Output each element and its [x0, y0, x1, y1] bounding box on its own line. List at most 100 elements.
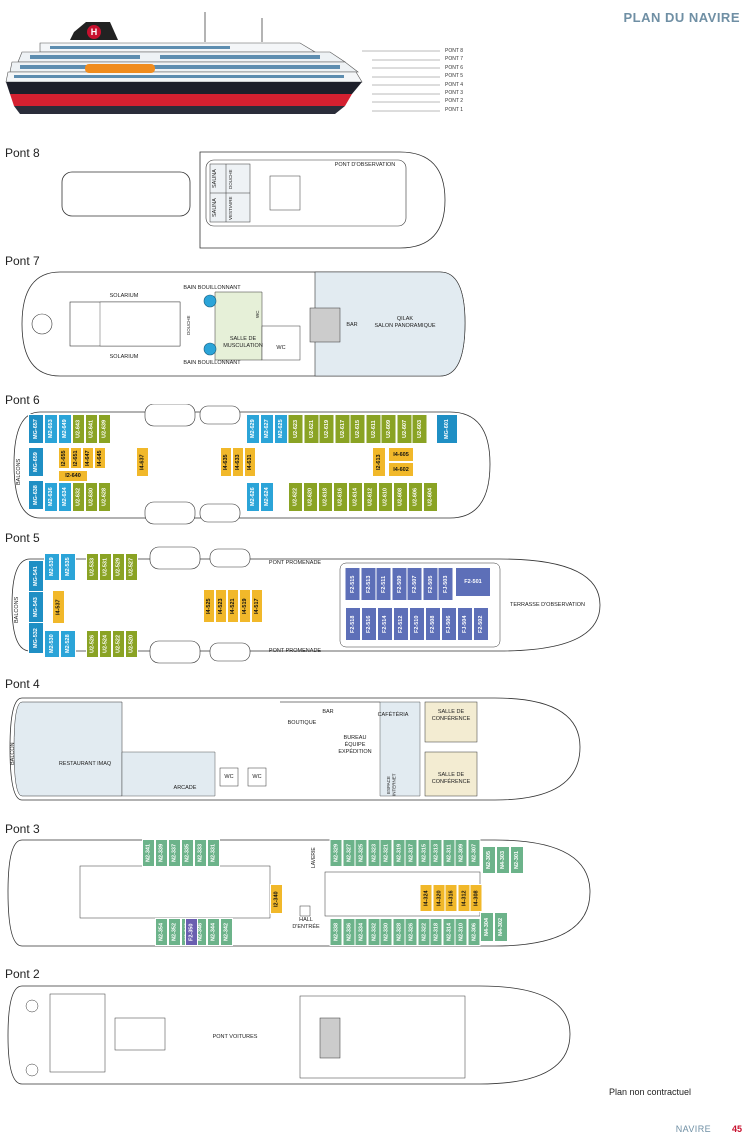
- cabin-mg-657[interactable]: MG-657: [28, 414, 44, 444]
- cabin-u2-612[interactable]: U2-612: [363, 482, 378, 512]
- cabin-u2-524[interactable]: U2-524: [99, 630, 112, 658]
- cabin-u2-604[interactable]: U2-604: [423, 482, 438, 512]
- cabin-n2-339[interactable]: N2-339: [155, 839, 168, 867]
- cabin-n2-329[interactable]: N2-329: [330, 839, 343, 867]
- cabin-u2-526[interactable]: U2-526: [86, 630, 99, 658]
- cabin-i4-631[interactable]: I4-631: [244, 447, 256, 477]
- cabin-i4-637[interactable]: I4-637: [136, 447, 149, 477]
- cabin-u2-531[interactable]: U2-531: [99, 553, 112, 581]
- cabin-f2-350[interactable]: F2-350: [185, 918, 198, 946]
- cabin-i2-340[interactable]: I2-340: [270, 884, 283, 914]
- cabin-u2-607[interactable]: U2-607: [396, 414, 412, 444]
- cabin-i4-320[interactable]: I4-320: [432, 884, 445, 912]
- cabin-u2-620[interactable]: U2-620: [303, 482, 318, 512]
- cabin-u2-522[interactable]: U2-522: [112, 630, 125, 658]
- cabin-u2-617[interactable]: U2-617: [334, 414, 350, 444]
- cabin-u2-622[interactable]: U2-622: [288, 482, 303, 512]
- cabin-f2-518[interactable]: F2-518: [345, 607, 361, 641]
- cabin-u2-529[interactable]: U2-529: [112, 553, 125, 581]
- cabin-n2-344[interactable]: N2-344: [207, 918, 220, 946]
- cabin-m2-625[interactable]: M2-625: [274, 414, 288, 444]
- cabin-n4-302[interactable]: N4-302: [494, 912, 508, 942]
- cabin-i2-640[interactable]: I2-640: [58, 470, 88, 482]
- cabin-n2-336[interactable]: N2-336: [342, 918, 355, 946]
- cabin-m2-636[interactable]: M2-636: [44, 482, 58, 512]
- cabin-i2-651[interactable]: I2-651: [70, 447, 82, 469]
- cabin-f2-501[interactable]: F2-501: [455, 567, 491, 597]
- cabin-u2-621[interactable]: U2-621: [303, 414, 319, 444]
- cabin-n2-341[interactable]: N2-341: [142, 839, 155, 867]
- cabin-m2-653[interactable]: M2-653: [44, 414, 58, 444]
- cabin-f2-515[interactable]: F2-515: [345, 567, 361, 601]
- cabin-f2-512[interactable]: F2-512: [393, 607, 409, 641]
- cabin-u2-606[interactable]: U2-606: [408, 482, 423, 512]
- cabin-i2-655[interactable]: I2-655: [58, 447, 70, 469]
- cabin-n2-337[interactable]: N2-337: [168, 839, 181, 867]
- cabin-u2-615[interactable]: U2-615: [350, 414, 366, 444]
- cabin-i4-324[interactable]: I4-324: [420, 884, 433, 912]
- cabin-u2-619[interactable]: U2-619: [319, 414, 335, 444]
- cabin-u2-533[interactable]: U2-533: [86, 553, 99, 581]
- cabin-n2-342[interactable]: N2-342: [220, 918, 233, 946]
- cabin-u2-527[interactable]: U2-527: [125, 553, 138, 581]
- cabin-n2-330[interactable]: N2-330: [380, 918, 393, 946]
- cabin-n2-331[interactable]: N2-331: [207, 839, 220, 867]
- cabin-n2-354[interactable]: N2-354: [155, 918, 168, 946]
- cabin-i4-312[interactable]: I4-312: [457, 884, 470, 912]
- cabin-n2-333[interactable]: N2-333: [194, 839, 207, 867]
- cabin-fj-504[interactable]: FJ-504: [457, 607, 473, 641]
- cabin-u2-630[interactable]: U2-630: [85, 482, 98, 512]
- cabin-m2-528[interactable]: M2-528: [60, 630, 76, 658]
- cabin-n2-334[interactable]: N2-334: [355, 918, 368, 946]
- cabin-u2-632[interactable]: U2-632: [72, 482, 85, 512]
- cabin-n2-317[interactable]: N2-317: [405, 839, 418, 867]
- cabin-u2-618[interactable]: U2-618: [318, 482, 333, 512]
- cabin-m2-626[interactable]: M2-626: [246, 482, 260, 512]
- cabin-n2-301[interactable]: N2-301: [510, 846, 524, 874]
- cabin-n2-327[interactable]: N2-327: [342, 839, 355, 867]
- cabin-i4-537[interactable]: I4-537: [52, 590, 65, 624]
- cabin-u2-643[interactable]: U2-643: [72, 414, 85, 444]
- cabin-mg-659[interactable]: MG-659: [28, 447, 44, 477]
- cabin-f2-509[interactable]: F2-509: [391, 567, 407, 601]
- cabin-mg-601[interactable]: MG-601: [436, 414, 458, 444]
- cabin-i4-645[interactable]: I4-645: [94, 447, 106, 469]
- cabin-n2-328[interactable]: N2-328: [392, 918, 405, 946]
- cabin-f2-510[interactable]: F2-510: [409, 607, 425, 641]
- cabin-f2-505[interactable]: F2-505: [422, 567, 438, 601]
- cabin-mg-543[interactable]: MG-543: [28, 591, 44, 623]
- cabin-u2-641[interactable]: U2-641: [85, 414, 98, 444]
- cabin-mg-541[interactable]: MG-541: [28, 560, 44, 592]
- cabin-n2-335[interactable]: N2-335: [181, 839, 194, 867]
- cabin-f2-511[interactable]: F2-511: [376, 567, 392, 601]
- cabin-n2-338[interactable]: N2-338: [330, 918, 343, 946]
- cabin-n2-322[interactable]: N2-322: [417, 918, 430, 946]
- cabin-n4-303[interactable]: N4-303: [496, 846, 510, 874]
- cabin-n2-325[interactable]: N2-325: [355, 839, 368, 867]
- cabin-m2-649[interactable]: M2-649: [58, 414, 72, 444]
- cabin-n2-321[interactable]: N2-321: [380, 839, 393, 867]
- cabin-n4-304[interactable]: N4-304: [480, 912, 494, 942]
- cabin-n2-318[interactable]: N2-318: [430, 918, 443, 946]
- cabin-i4-525[interactable]: I4-525: [203, 589, 215, 623]
- cabin-u2-614[interactable]: U2-614: [348, 482, 363, 512]
- cabin-m2-539[interactable]: M2-539: [44, 553, 60, 581]
- cabin-u2-628[interactable]: U2-628: [98, 482, 111, 512]
- cabin-u2-609[interactable]: U2-609: [381, 414, 397, 444]
- cabin-n2-307[interactable]: N2-307: [467, 839, 480, 867]
- cabin-n2-315[interactable]: N2-315: [417, 839, 430, 867]
- cabin-m2-629[interactable]: M2-629: [246, 414, 260, 444]
- cabin-i4-519[interactable]: I4-519: [239, 589, 251, 623]
- cabin-f2-502[interactable]: F2-502: [473, 607, 489, 641]
- cabin-mg-638[interactable]: MG-638: [28, 480, 44, 510]
- cabin-u2-520[interactable]: U2-520: [125, 630, 138, 658]
- cabin-i4-521[interactable]: I4-521: [227, 589, 239, 623]
- cabin-m2-624[interactable]: M2-624: [260, 482, 274, 512]
- cabin-n2-323[interactable]: N2-323: [367, 839, 380, 867]
- cabin-n2-305[interactable]: N2-305: [482, 846, 496, 874]
- cabin-i4-316[interactable]: I4-316: [445, 884, 458, 912]
- cabin-f2-507[interactable]: F2-507: [407, 567, 423, 601]
- cabin-i4-605[interactable]: I4-605: [388, 447, 414, 462]
- cabin-u2-611[interactable]: U2-611: [365, 414, 381, 444]
- cabin-i4-647[interactable]: I4-647: [82, 447, 94, 469]
